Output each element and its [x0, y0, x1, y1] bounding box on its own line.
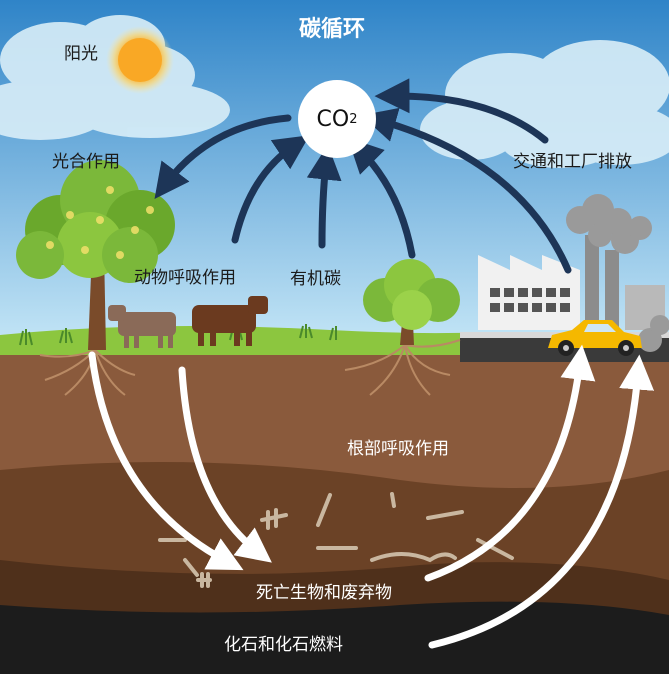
label-animal-respiration: 动物呼吸作用	[134, 268, 236, 288]
co2-label: CO	[316, 106, 350, 132]
light-arrows	[88, 344, 655, 649]
arrow-photosynthesis	[154, 114, 292, 199]
label-emissions: 交通和工厂排放	[513, 152, 632, 172]
smoke-icon	[566, 194, 669, 352]
label-dead-organisms: 死亡生物和废弃物	[256, 583, 392, 603]
arrow-animal-respiration	[231, 135, 310, 244]
fossils	[158, 492, 514, 588]
label-sunlight: 阳光	[64, 44, 98, 64]
cow-dark-icon	[192, 296, 268, 346]
arrow-animal-to-dead	[178, 366, 272, 563]
roots	[39, 339, 461, 396]
dark-arrows	[154, 78, 572, 274]
arrow-tree-to-dead	[88, 351, 244, 571]
arrow-fossil-to-factory	[428, 354, 655, 649]
label-photosynthesis: 光合作用	[52, 152, 120, 172]
arrow-car-emission	[361, 107, 572, 274]
arrow-dead-to-car	[424, 344, 596, 582]
arrow-factory-emission	[374, 78, 549, 144]
label-root-respiration: 根部呼吸作用	[347, 439, 449, 459]
cow-light-icon	[108, 305, 176, 348]
label-organic-carbon: 有机碳	[290, 269, 341, 289]
left-tree	[16, 160, 175, 350]
arrow-organic-carbon	[306, 144, 342, 249]
page-title: 碳循环	[299, 17, 366, 42]
arrow-right-tree	[347, 137, 416, 259]
co2-subscript: 2	[349, 111, 358, 127]
grass-tufts	[19, 324, 337, 346]
label-fossil-fuels: 化石和化石燃料	[224, 635, 343, 655]
cloud-right	[420, 40, 669, 168]
right-tree	[363, 259, 460, 345]
